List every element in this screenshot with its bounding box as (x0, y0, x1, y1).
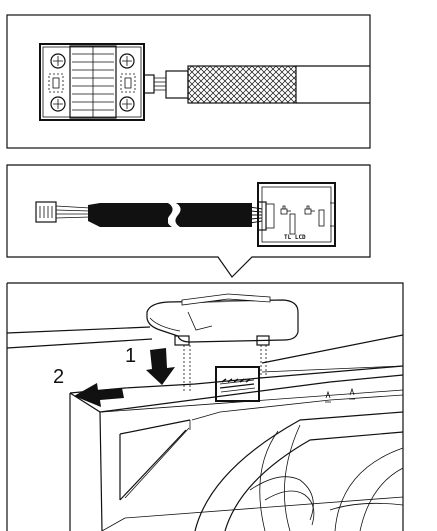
middle-panel: TL LCD (6, 164, 371, 278)
arrow-down-icon (146, 348, 175, 385)
top-panel (6, 14, 371, 149)
callout-frame (6, 164, 371, 278)
lcd-module (146, 293, 299, 346)
connector-marking: TL LCD (284, 234, 306, 241)
screw-icon (50, 53, 66, 69)
top-panel-frame (6, 14, 371, 149)
motherboard-header (215, 366, 260, 402)
step-label-1: 1 (125, 345, 136, 367)
flat-cable (88, 203, 263, 227)
controller-module (39, 43, 145, 121)
lock-icon (280, 205, 291, 215)
bottom-panel: 1 2 (6, 282, 404, 531)
cooler-body (69, 365, 404, 531)
lock-icon (304, 205, 315, 215)
screw-icon (119, 53, 135, 69)
screw-icon (50, 96, 66, 112)
fan (194, 411, 404, 531)
pin-header (69, 45, 117, 119)
small-connector (35, 201, 91, 223)
screw-icon (119, 96, 135, 112)
braided-cable (143, 65, 370, 104)
bottom-panel-frame (6, 282, 404, 531)
arrow-left-icon (74, 383, 124, 407)
lcd-connector: TL LCD (257, 182, 336, 247)
step-label-2: 2 (53, 366, 64, 388)
